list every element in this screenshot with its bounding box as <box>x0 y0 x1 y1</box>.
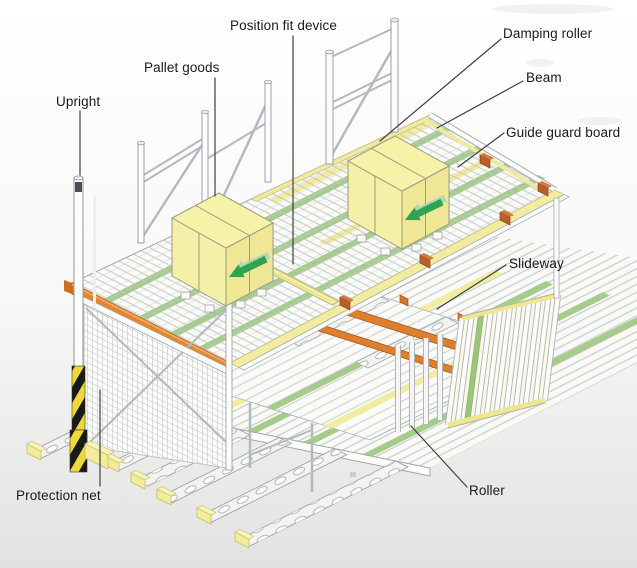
flow-arrow-icon <box>229 251 271 278</box>
support-block <box>339 295 354 311</box>
label-position-fit-device: Position fit device <box>230 18 337 33</box>
upper-frames <box>137 17 399 244</box>
rear-post <box>553 197 560 299</box>
support-block <box>419 253 434 269</box>
track-end-block <box>130 470 151 490</box>
front-uprights <box>69 175 233 473</box>
frame-post <box>390 17 399 133</box>
beam-part <box>238 194 570 371</box>
label-beam: Beam <box>526 70 562 85</box>
track-end-block <box>156 486 177 506</box>
pallet-feet <box>180 288 267 313</box>
track-end-block <box>196 505 217 525</box>
frame-post <box>137 140 145 244</box>
support-block <box>479 153 494 169</box>
leader-slideway <box>436 264 507 310</box>
secondary-post <box>93 196 96 308</box>
leader-roller <box>410 425 468 488</box>
label-pallet-goods: Pallet goods <box>144 60 220 75</box>
leader-damping-roller <box>379 38 502 142</box>
track-end-block <box>26 441 47 461</box>
label-damping-roller: Damping roller <box>503 26 593 41</box>
support-block <box>537 181 552 197</box>
track-end-block <box>104 453 125 473</box>
hazard-column-guard <box>71 365 86 431</box>
label-protection-net: Protection net <box>16 488 101 503</box>
pallet-load <box>170 192 275 313</box>
slideway-block <box>399 294 409 307</box>
protection-net-mesh <box>81 295 230 469</box>
support-block <box>499 210 514 226</box>
panel-rollers <box>445 294 561 426</box>
frame-post <box>325 49 334 165</box>
label-guide-guard-board: Guide guard board <box>506 125 621 140</box>
roller-fence-panel <box>395 292 561 432</box>
track-end-block <box>234 529 255 549</box>
leader-beam <box>436 80 524 129</box>
label-upright: Upright <box>56 94 101 109</box>
leader-lines <box>79 35 524 488</box>
frame-post <box>264 79 272 183</box>
leader-guide-guard-board <box>457 132 505 168</box>
label-roller: Roller <box>469 483 505 498</box>
label-slideway: Slideway <box>509 256 564 271</box>
hazard-base-guard <box>69 429 88 473</box>
